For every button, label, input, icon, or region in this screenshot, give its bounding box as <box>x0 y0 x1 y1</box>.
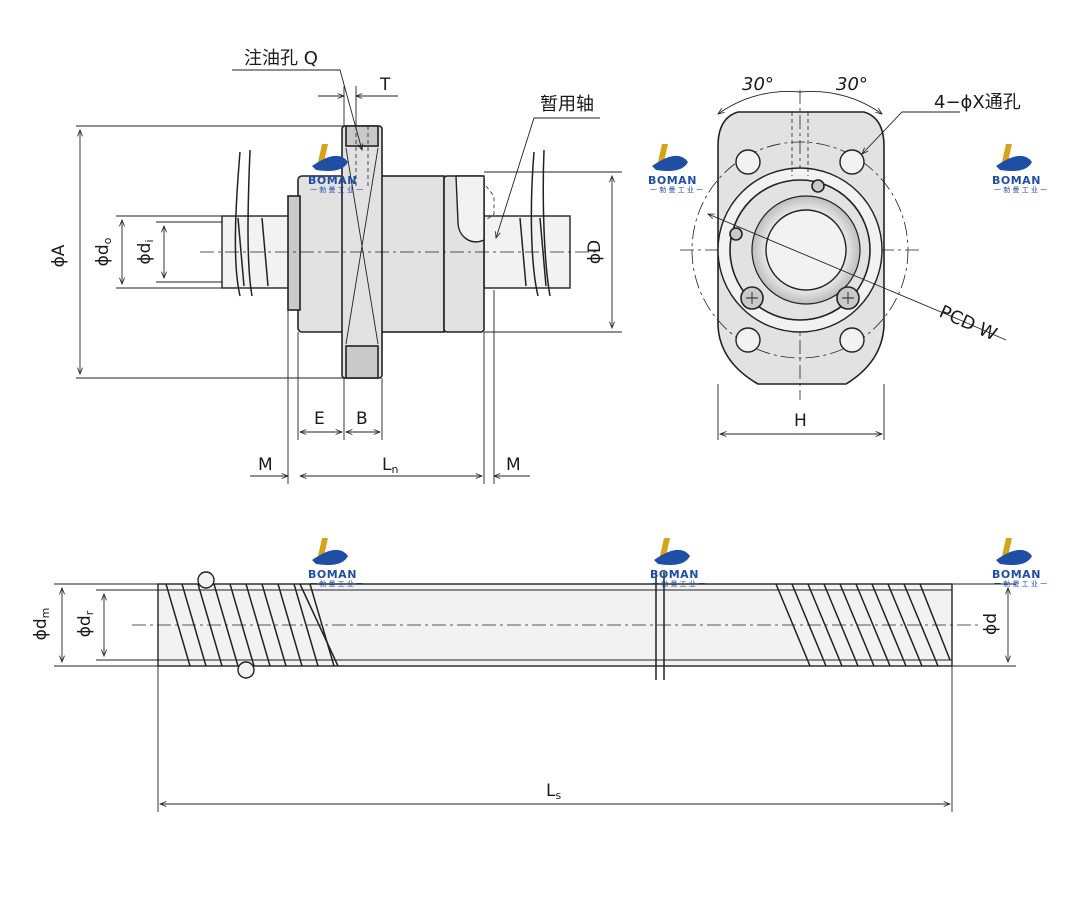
side-dimensions <box>76 69 622 484</box>
brand-logo: BOMAN 一 勃 曼 工 业 一 <box>648 144 703 194</box>
brand-logo: BOMAN 一 勃 曼 工 业 一 <box>992 538 1047 588</box>
svg-text:一 勃 曼 工 业 一: 一 勃 曼 工 业 一 <box>310 579 363 588</box>
svg-text:一 勃 曼 工 业 一: 一 勃 曼 工 业 一 <box>994 185 1047 194</box>
brand-logo: BOMAN 一 勃 曼 工 业 一 <box>308 538 363 588</box>
nut-side-view <box>200 125 600 379</box>
oil-hole-label: 注油孔 Q <box>244 48 318 69</box>
M-right-label: M <box>506 455 521 475</box>
svg-text:一 勃 曼 工 业 一: 一 勃 曼 工 业 一 <box>994 579 1047 588</box>
svg-text:BOMAN: BOMAN <box>308 174 357 187</box>
phi-dr-label: ϕdr <box>75 610 96 637</box>
screw-shaft <box>132 571 980 680</box>
phi-di-label: ϕdi <box>135 239 156 264</box>
svg-text:BOMAN: BOMAN <box>992 568 1041 581</box>
svg-text:BOMAN: BOMAN <box>648 174 697 187</box>
shaft-dimensions <box>54 583 1016 812</box>
pcd-label: PCD W <box>936 301 1000 345</box>
holes-label: 4−ϕX通孔 <box>934 92 1021 113</box>
brand-logo: BOMAN 一 勃 曼 工 业 一 <box>308 144 363 194</box>
phi-do-label: ϕdo <box>93 237 114 266</box>
phi-A-label: ϕA <box>49 244 69 267</box>
svg-text:BOMAN: BOMAN <box>650 568 699 581</box>
phi-D-label: ϕD <box>585 240 605 264</box>
H-label: H <box>794 411 807 431</box>
B-label: B <box>356 409 368 429</box>
front-dimensions <box>708 91 1007 440</box>
Ln-label: Ln <box>382 455 398 476</box>
M-left-label: M <box>258 455 273 475</box>
svg-text:BOMAN: BOMAN <box>992 174 1041 187</box>
T-label: T <box>379 75 391 95</box>
svg-text:一 勃 曼 工 业 一: 一 勃 曼 工 业 一 <box>650 185 703 194</box>
brand-logo: BOMAN 一 勃 曼 工 业 一 <box>992 144 1047 194</box>
brand-logo: BOMAN 一 勃 曼 工 业 一 <box>650 538 705 588</box>
phi-dm-label: ϕdm <box>31 608 52 641</box>
angle-left-label: 30° <box>742 74 774 95</box>
E-label: E <box>314 409 325 429</box>
svg-text:一 勃 曼 工 业 一: 一 勃 曼 工 业 一 <box>310 185 363 194</box>
nut-front-view <box>680 90 920 400</box>
svg-text:BOMAN: BOMAN <box>308 568 357 581</box>
phi-d-label: ϕd <box>981 613 1001 635</box>
temp-shaft-label: 暂用轴 <box>540 94 594 115</box>
Ls-label: Ls <box>546 781 561 802</box>
angle-right-label: 30° <box>836 74 868 95</box>
svg-text:一 勃 曼 工 业 一: 一 勃 曼 工 业 一 <box>652 579 705 588</box>
